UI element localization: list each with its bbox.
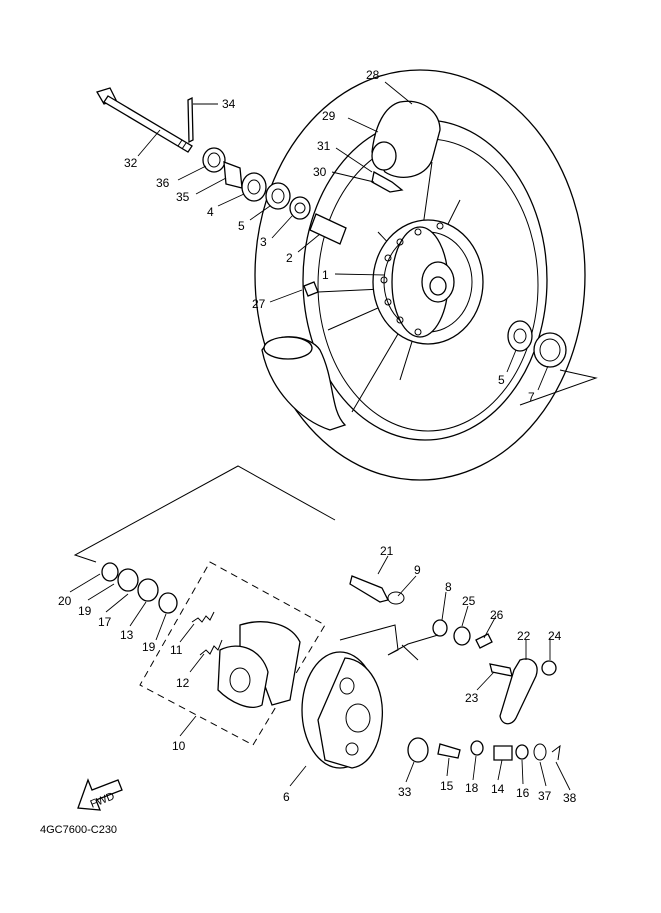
callout-22: 22 [517, 629, 531, 643]
callout-26: 26 [490, 608, 504, 622]
fwd-arrow-icon: FWD [77, 778, 123, 811]
callout-34: 34 [222, 97, 236, 111]
brake-springs [191, 611, 223, 656]
callout-15: 15 [440, 779, 454, 793]
callout-4: 4 [207, 205, 214, 219]
callout-21: 21 [380, 544, 394, 558]
callout-18: 18 [465, 781, 479, 795]
hub [372, 219, 484, 345]
brake-shoes [217, 621, 301, 708]
speedometer-drive-parts [407, 737, 561, 763]
callout-10: 10 [172, 739, 186, 753]
callout-14: 14 [491, 782, 505, 796]
cotter-pin [187, 96, 194, 144]
rim-band [371, 170, 404, 193]
callout-6: 6 [283, 790, 290, 804]
callout-28: 28 [366, 68, 380, 82]
callout-19-a: 19 [78, 604, 92, 618]
callout-9: 9 [414, 563, 421, 577]
wheel-group-boundary [73, 369, 598, 563]
brake-shoe-group-box [139, 561, 326, 746]
callout-5-rear: 5 [498, 373, 505, 387]
leader-lines [69, 81, 571, 791]
callout-23: 23 [465, 691, 479, 705]
callout-12: 12 [176, 676, 190, 690]
brake-panel [301, 651, 384, 769]
front-spacers-bearings [202, 147, 347, 245]
callout-13: 13 [120, 628, 134, 642]
callout-17: 17 [98, 615, 112, 629]
callout-37: 37 [538, 789, 552, 803]
callout-20: 20 [58, 594, 72, 608]
callout-35: 35 [176, 190, 190, 204]
camshaft-lever-parts [349, 575, 557, 725]
callout-16: 16 [516, 786, 530, 800]
rear-bearing-seal [507, 320, 567, 368]
speedometer-gear-parts [101, 562, 178, 614]
callout-33: 33 [398, 785, 412, 799]
callout-1: 1 [322, 268, 329, 282]
callout-19-b: 19 [142, 640, 156, 654]
callout-36: 36 [156, 176, 170, 190]
callout-25: 25 [462, 594, 476, 608]
callout-5-front: 5 [238, 219, 245, 233]
callout-30: 30 [313, 165, 327, 179]
callout-7: 7 [528, 390, 535, 404]
callout-8: 8 [445, 580, 452, 594]
callout-32: 32 [124, 156, 138, 170]
callout-31: 31 [317, 139, 331, 153]
tube [371, 100, 441, 178]
callout-2: 2 [286, 251, 293, 265]
axle-bolt [96, 87, 193, 153]
callout-29: 29 [322, 109, 336, 123]
callout-11: 11 [170, 643, 183, 657]
spoke-nipple [303, 281, 319, 297]
callout-27: 27 [252, 297, 266, 311]
diagram-code: 4GC7600-C230 [40, 824, 117, 836]
brake-group-boundary [339, 624, 439, 661]
callout-3: 3 [260, 235, 267, 249]
callout-38: 38 [563, 791, 577, 805]
callouts: 28 29 31 30 34 32 36 35 4 5 3 2 1 27 5 7… [58, 68, 577, 805]
callout-24: 24 [548, 629, 562, 643]
